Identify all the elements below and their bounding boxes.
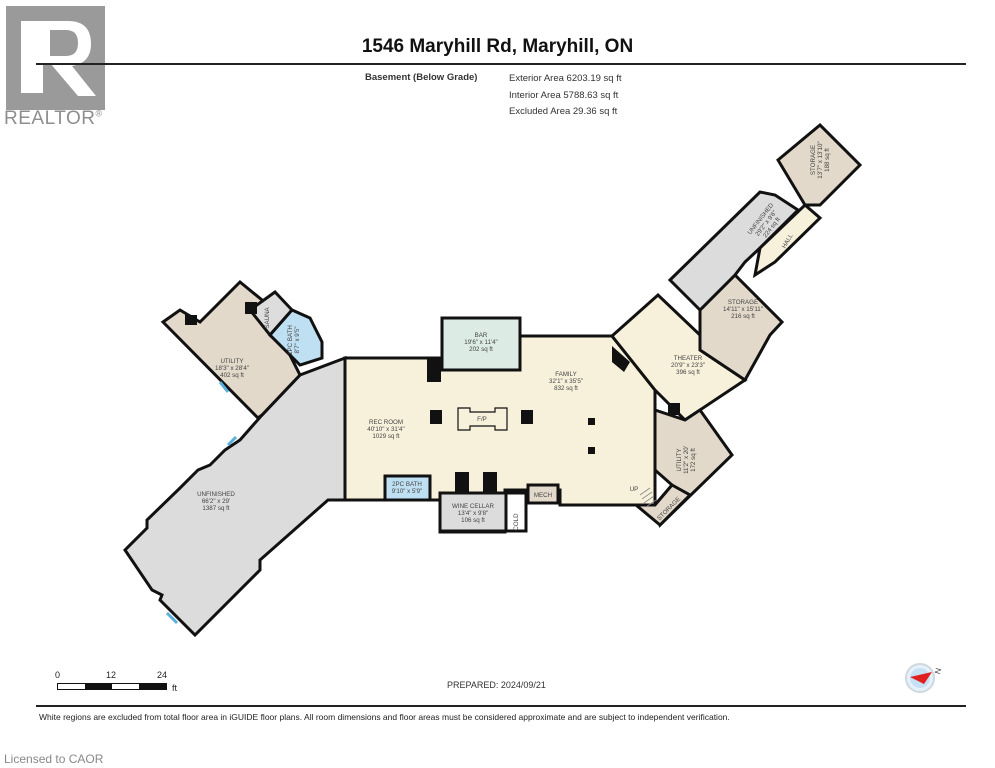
page-title: 1546 Maryhill Rd, Maryhill, ON <box>361 36 634 57</box>
svg-text:N: N <box>933 667 943 675</box>
room-unfinished-small[interactable] <box>667 190 801 313</box>
room-2pc-bath[interactable] <box>383 474 432 502</box>
room-mech[interactable] <box>526 483 560 505</box>
svg-text:1PC BATH8'7" x 9'5": 1PC BATH8'7" x 9'5" <box>287 325 301 355</box>
footer-divider <box>36 705 966 707</box>
svg-text:UP: UP <box>630 486 639 493</box>
realtor-wordmark: REALTOR® <box>4 108 103 129</box>
room-cold[interactable] <box>504 491 528 533</box>
room-unfinished-large[interactable] <box>123 355 347 638</box>
svg-text:F/P: F/P <box>477 416 487 423</box>
scale-unit: ft <box>172 683 178 693</box>
svg-text:COLD: COLD <box>513 513 520 531</box>
room-storage-right[interactable] <box>631 483 693 528</box>
svg-text:UTILITY11'2" x 20'172 sq ft: UTILITY11'2" x 20'172 sq ft <box>676 446 697 474</box>
exterior-area: Exterior Area 6203.19 sq ft <box>509 73 622 84</box>
stairs <box>639 487 657 508</box>
svg-text:MECH: MECH <box>534 492 552 499</box>
excluded-area: Excluded Area 29.36 sq ft <box>509 106 618 117</box>
room-bar[interactable] <box>440 316 522 372</box>
realtor-logo-icon <box>6 6 105 110</box>
room-storage-top[interactable] <box>776 122 863 207</box>
area-summary: Exterior Area 6203.19 sq ft Interior Are… <box>509 71 621 121</box>
north-compass-icon: N <box>905 663 943 693</box>
svg-text:STORAGE13'7" x 13'10"188 sq ft: STORAGE13'7" x 13'10"188 sq ft <box>810 141 831 178</box>
disclaimer-text: White regions are excluded from total fl… <box>39 712 730 722</box>
room-1pc-bath[interactable] <box>267 308 324 367</box>
license-text: Licensed to CAOR <box>4 752 104 766</box>
room-hall[interactable] <box>752 202 823 279</box>
scale-label-12: 12 <box>106 670 117 680</box>
fireplace <box>457 407 508 431</box>
svg-text:SAUNA: SAUNA <box>264 306 271 328</box>
title-divider <box>36 63 966 65</box>
interior-area: Interior Area 5788.63 sq ft <box>509 89 619 101</box>
scale-label-0: 0 <box>55 670 61 680</box>
prepared-date: PREPARED: 2024/09/21 <box>447 680 546 690</box>
scale-bar: 0 12 24 ft <box>55 670 195 700</box>
scale-label-24: 24 <box>157 670 168 680</box>
level-label: Basement (Below Grade) <box>365 72 478 83</box>
